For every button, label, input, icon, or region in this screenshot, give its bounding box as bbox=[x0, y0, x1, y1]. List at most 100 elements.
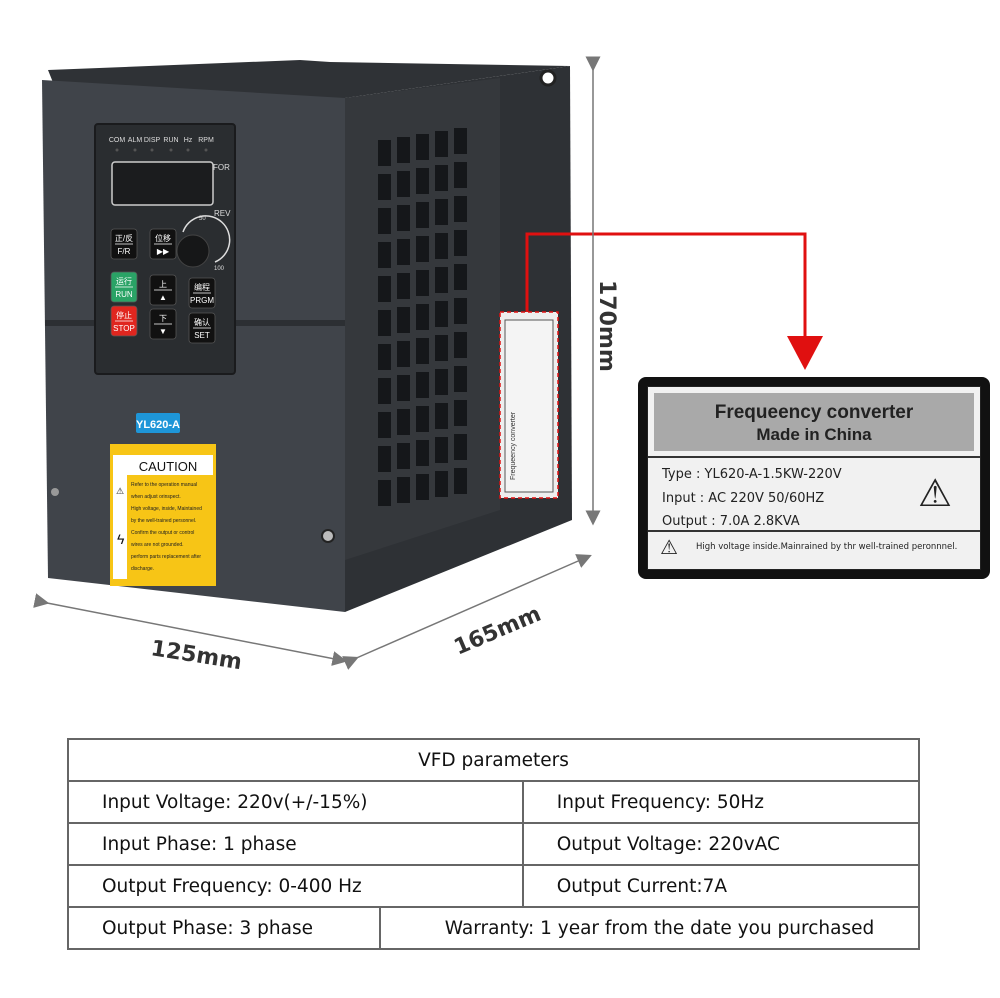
indicator-label: COM bbox=[109, 137, 126, 144]
table-title: VFD parameters bbox=[67, 738, 920, 782]
side-nameplate-title: Frequeency converter bbox=[510, 411, 517, 480]
screw-icon bbox=[321, 529, 335, 543]
rev-label: REV bbox=[214, 209, 231, 218]
keypad-button-fr[interactable]: 正/反 F/R bbox=[110, 228, 138, 260]
indicator-label: Hz bbox=[184, 137, 193, 144]
vent-slot bbox=[435, 437, 448, 463]
vent-slot bbox=[416, 270, 429, 296]
depth-dimension-line bbox=[342, 554, 592, 670]
vent-slot bbox=[454, 128, 467, 154]
vent-slot bbox=[416, 304, 429, 330]
caution-title: CAUTION bbox=[139, 459, 198, 474]
vent-slot bbox=[378, 242, 391, 268]
button-bottom-label: ▲ bbox=[159, 293, 167, 302]
vent-slot bbox=[416, 168, 429, 194]
vent-slot bbox=[454, 366, 467, 392]
vent-slot bbox=[435, 267, 448, 293]
nameplate-warning: High voltage inside.Mainrained by thr we… bbox=[696, 542, 958, 552]
caution-text-line: perform parts replacement after bbox=[131, 554, 201, 560]
button-top-label: 位移 bbox=[155, 233, 171, 243]
width-dimension-line bbox=[33, 593, 348, 666]
vent-slot bbox=[454, 468, 467, 494]
keypad-button-run[interactable]: 运行 RUN bbox=[110, 271, 138, 303]
button-bottom-label: F/R bbox=[118, 247, 131, 256]
vent-slot bbox=[454, 196, 467, 222]
warning-triangle-icon: ⚠ bbox=[116, 486, 124, 496]
vent-slot bbox=[397, 341, 410, 367]
vent-slot bbox=[416, 202, 429, 228]
vent-slot bbox=[397, 273, 410, 299]
nameplate-output: Output : 7.0A 2.8KVA bbox=[662, 514, 800, 529]
keypad-button-[interactable]: 上▲ bbox=[149, 274, 177, 306]
screw-icon bbox=[51, 488, 59, 496]
indicator-led bbox=[133, 148, 137, 152]
vent-slot bbox=[378, 412, 391, 438]
button-top-label: 编程 bbox=[194, 282, 210, 292]
side-nameplate-inner bbox=[504, 319, 554, 493]
caution-text-line: discharge. bbox=[131, 566, 154, 572]
vent-slot bbox=[454, 162, 467, 188]
indicator-led bbox=[204, 148, 208, 152]
button-bottom-label: RUN bbox=[115, 290, 133, 299]
vent-slot bbox=[416, 338, 429, 364]
vent-slot bbox=[416, 440, 429, 466]
vent-slot bbox=[378, 208, 391, 234]
keypad-button-[interactable]: 位移 ▶▶ bbox=[149, 228, 177, 260]
vent-slot bbox=[454, 230, 467, 256]
vent-slot bbox=[397, 239, 410, 265]
vent-slot bbox=[454, 264, 467, 290]
vent-slot bbox=[397, 307, 410, 333]
caution-title-bg bbox=[113, 455, 213, 475]
nameplate-type: Type : YL620-A-1.5KW-220V bbox=[662, 467, 842, 482]
table-cell: Input Phase: 1 phase bbox=[67, 822, 524, 866]
caution-text-line: wires are not grounded. bbox=[131, 542, 184, 548]
speed-knob[interactable] bbox=[176, 234, 210, 268]
vent-slot bbox=[378, 310, 391, 336]
button-bottom-label: ▶▶ bbox=[157, 247, 170, 256]
model-badge-text: YL620-A bbox=[136, 419, 180, 431]
keypad-button-set[interactable]: 确认 SET bbox=[188, 312, 216, 344]
keypad-button-[interactable]: 下▼ bbox=[149, 308, 177, 340]
nameplate-zoom: Frequeency converter Made in China Type … bbox=[638, 377, 990, 579]
vent-slot bbox=[435, 199, 448, 225]
button-top-label: 运行 bbox=[116, 276, 132, 286]
vent-slot bbox=[454, 434, 467, 460]
vent-slot bbox=[416, 406, 429, 432]
button-top-label: 正/反 bbox=[115, 233, 133, 243]
button-top-label: 上 bbox=[159, 280, 167, 289]
vent-slot bbox=[435, 301, 448, 327]
vent-slot bbox=[378, 174, 391, 200]
for-label: FOR bbox=[213, 163, 230, 172]
button-top-label: 确认 bbox=[194, 317, 210, 327]
vent-grille bbox=[378, 128, 467, 506]
vent-slot bbox=[416, 474, 429, 500]
vent-slot bbox=[454, 298, 467, 324]
vent-slot bbox=[435, 369, 448, 395]
mount-hole bbox=[539, 69, 557, 87]
vent-slot bbox=[416, 236, 429, 262]
indicator-led bbox=[186, 148, 190, 152]
vent-slot bbox=[454, 400, 467, 426]
display-screen bbox=[111, 161, 214, 206]
table-cell: Input Voltage: 220v(+/-15%) bbox=[67, 780, 524, 824]
table-cell: Input Frequency: 50Hz bbox=[521, 780, 921, 824]
table-row: Input Voltage: 220v(+/-15%)Input Frequen… bbox=[67, 780, 921, 824]
table-cell: Warranty: 1 year from the date you purch… bbox=[379, 906, 920, 950]
vent-slot bbox=[435, 335, 448, 361]
vent-slot bbox=[416, 372, 429, 398]
width-dimension-label: 125mm bbox=[149, 636, 244, 675]
vent-slot bbox=[435, 233, 448, 259]
button-bottom-label: STOP bbox=[113, 324, 135, 333]
knob-scale-100: 100 bbox=[214, 266, 225, 272]
button-bottom-label: ▼ bbox=[159, 327, 167, 336]
caution-text-line: Confirm the output or control bbox=[131, 530, 194, 536]
button-bottom-label: SET bbox=[194, 331, 210, 340]
table-cell: Output Phase: 3 phase bbox=[67, 906, 381, 950]
vent-slot bbox=[378, 446, 391, 472]
vent-slot bbox=[435, 165, 448, 191]
